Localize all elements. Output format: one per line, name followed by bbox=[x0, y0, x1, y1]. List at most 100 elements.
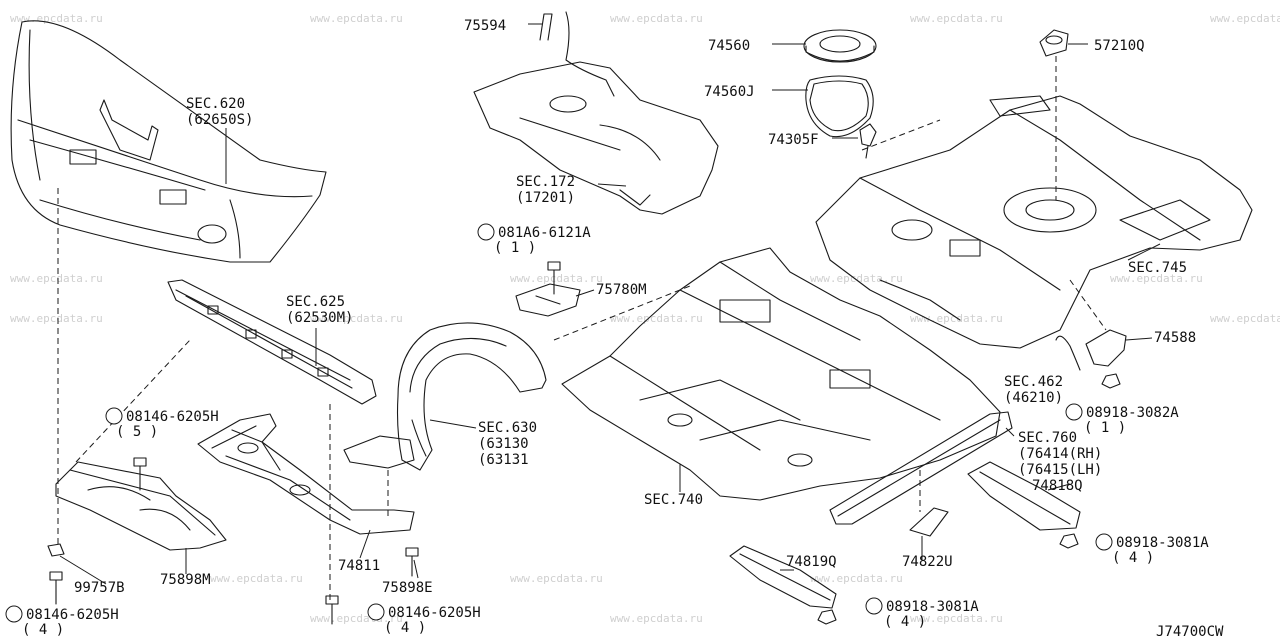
label-99757b[interactable]: 99757B bbox=[74, 580, 125, 596]
label-sec760-lh[interactable]: (76415(LH) bbox=[1018, 462, 1102, 478]
label-74818q[interactable]: 74818Q bbox=[1032, 478, 1083, 494]
watermark: www.epcdata.ru bbox=[510, 572, 603, 585]
watermark: www.epcdata.ru bbox=[210, 572, 303, 585]
watermark-layer: www.epcdata.ru www.epcdata.ru www.epcdat… bbox=[10, 12, 1280, 625]
n-circle-icon bbox=[1095, 533, 1113, 551]
label-sec172[interactable]: SEC.172 bbox=[516, 174, 575, 190]
front-frame-74811[interactable] bbox=[197, 413, 415, 535]
label-sec172-part[interactable]: (17201) bbox=[516, 190, 575, 206]
side-sill[interactable] bbox=[829, 411, 1013, 525]
b-circle-icon bbox=[477, 223, 495, 241]
nut-icon bbox=[817, 609, 837, 625]
watermark: www.epcdata.ru bbox=[910, 612, 1003, 625]
label-nut-08918-3081a-right: 08918-3081A bbox=[1116, 535, 1209, 551]
watermark: www.epcdata.ru bbox=[310, 12, 403, 25]
n-circle-icon bbox=[865, 597, 883, 615]
label-bolt-08146-left: 08146-6205H bbox=[26, 607, 119, 623]
watermark: www.epcdata.ru bbox=[10, 12, 103, 25]
label-sec630-part1[interactable]: (63130 bbox=[478, 436, 529, 452]
watermark: www.epcdata.ru bbox=[810, 572, 903, 585]
label-75594[interactable]: 75594 bbox=[464, 18, 506, 34]
n-circle-icon bbox=[1065, 403, 1083, 421]
rear-floor-panel[interactable] bbox=[815, 95, 1253, 349]
label-74560j[interactable]: 74560J bbox=[704, 84, 755, 100]
watermark: www.epcdata.ru bbox=[810, 272, 903, 285]
reinforcement-74818q[interactable] bbox=[967, 461, 1081, 531]
label-sec462-part[interactable]: (46210) bbox=[1004, 390, 1063, 406]
label-74588[interactable]: 74588 bbox=[1154, 330, 1196, 346]
front-undercover-75898m[interactable] bbox=[55, 461, 227, 551]
b-circle-icon bbox=[367, 603, 385, 621]
watermark: www.epcdata.ru bbox=[610, 12, 703, 25]
label-nut-08918-3081a-bottom: 08918-3081A bbox=[886, 599, 979, 615]
guide-lines bbox=[57, 56, 1107, 600]
b-circle-icon bbox=[5, 605, 23, 623]
watermark: www.epcdata.ru bbox=[310, 312, 403, 325]
watermark: www.epcdata.ru bbox=[510, 272, 603, 285]
label-sec630-part2[interactable]: (63131 bbox=[478, 452, 529, 468]
clip-99757b-icon bbox=[47, 543, 65, 557]
label-nut-08918-3082a-qty: ( 1 ) bbox=[1084, 420, 1126, 436]
spare-tire-cover-74560[interactable] bbox=[803, 29, 877, 63]
label-bolt-081a6-qty: ( 1 ) bbox=[494, 240, 536, 256]
label-75898m[interactable]: 75898M bbox=[160, 572, 211, 588]
label-75898e[interactable]: 75898E bbox=[382, 580, 433, 596]
watermark: www.epcdata.ru bbox=[10, 312, 103, 325]
clip-74305f[interactable] bbox=[859, 123, 877, 159]
label-bolt-08146-center-qty: ( 4 ) bbox=[384, 620, 426, 636]
label-sec625[interactable]: SEC.625 bbox=[286, 294, 345, 310]
label-bolt-08146-center: 08146-6205H bbox=[388, 605, 481, 621]
bolt-callout-081a6[interactable]: 081A6-6121A ( 1 ) bbox=[477, 223, 591, 256]
front-radiator-core-support[interactable] bbox=[167, 279, 377, 405]
nut-callout-08918-3081a-bottom[interactable]: 08918-3081A ( 4 ) bbox=[865, 597, 979, 630]
label-nut-08918-3082a: 08918-3082A bbox=[1086, 405, 1179, 421]
label-sec740[interactable]: SEC.740 bbox=[644, 492, 703, 508]
label-bolt-08146-left-qty: ( 4 ) bbox=[22, 622, 64, 638]
bolt-callout-08146-center[interactable]: 08146-6205H ( 4 ) bbox=[367, 603, 481, 636]
nut-callout-08918-3081a-right[interactable]: 08918-3081A ( 4 ) bbox=[1095, 533, 1209, 566]
bolt-icon bbox=[133, 457, 147, 491]
front-bumper-fascia[interactable] bbox=[10, 20, 327, 263]
label-sec745[interactable]: SEC.745 bbox=[1128, 260, 1187, 276]
bracket-74588[interactable] bbox=[1055, 329, 1127, 371]
label-sec630[interactable]: SEC.630 bbox=[478, 420, 537, 436]
label-sec625-part[interactable]: (62530M) bbox=[286, 310, 353, 326]
label-sec462[interactable]: SEC.462 bbox=[1004, 374, 1063, 390]
label-sec760[interactable]: SEC.760 bbox=[1018, 430, 1077, 446]
watermark: www.epcdata.ru bbox=[1210, 312, 1280, 325]
bolt-callout-08146-left[interactable]: 08146-6205H ( 4 ) bbox=[5, 605, 119, 638]
watermark: www.epcdata.ru bbox=[1210, 12, 1280, 25]
front-floor-panel[interactable] bbox=[561, 247, 1001, 501]
label-sec620[interactable]: SEC.620 bbox=[186, 96, 245, 112]
front-fender-liner[interactable] bbox=[343, 322, 547, 471]
watermark: www.epcdata.ru bbox=[610, 312, 703, 325]
label-sec620-part[interactable]: (62650S) bbox=[186, 112, 253, 128]
label-sec760-rh[interactable]: (76414(RH) bbox=[1018, 446, 1102, 462]
bolt-icon bbox=[405, 547, 419, 577]
watermark: www.epcdata.ru bbox=[1110, 272, 1203, 285]
label-74811[interactable]: 74811 bbox=[338, 558, 380, 574]
grommet-57210q[interactable] bbox=[1039, 29, 1069, 57]
label-nut-08918-3081a-right-qty: ( 4 ) bbox=[1112, 550, 1154, 566]
label-74305f[interactable]: 74305F bbox=[768, 132, 819, 148]
bolt-callout-08146-upper[interactable]: 08146-6205H ( 5 ) bbox=[105, 407, 219, 440]
nut-icon bbox=[1059, 533, 1079, 549]
label-74819q[interactable]: 74819Q bbox=[786, 554, 837, 570]
diagram-code: J74700CW bbox=[1156, 624, 1224, 640]
label-57210q[interactable]: 57210Q bbox=[1094, 38, 1145, 54]
bracket-75780m[interactable] bbox=[515, 283, 581, 317]
gasket-74560j[interactable] bbox=[805, 75, 874, 138]
reinforcement-74819q[interactable] bbox=[729, 545, 837, 609]
label-bolt-08146-upper-qty: ( 5 ) bbox=[116, 424, 158, 440]
reinforcement-74822u[interactable] bbox=[909, 507, 949, 537]
watermark: www.epcdata.ru bbox=[610, 612, 703, 625]
leader-lines bbox=[59, 23, 1161, 585]
label-74822u[interactable]: 74822U bbox=[902, 554, 953, 570]
nut-callout-08918-3082a[interactable]: 08918-3082A ( 1 ) bbox=[1065, 403, 1179, 436]
label-bolt-08146-upper: 08146-6205H bbox=[126, 409, 219, 425]
label-75780m[interactable]: 75780M bbox=[596, 282, 647, 298]
label-74560[interactable]: 74560 bbox=[708, 38, 750, 54]
bolt-icon bbox=[547, 261, 561, 295]
fuel-tank[interactable] bbox=[473, 11, 719, 215]
